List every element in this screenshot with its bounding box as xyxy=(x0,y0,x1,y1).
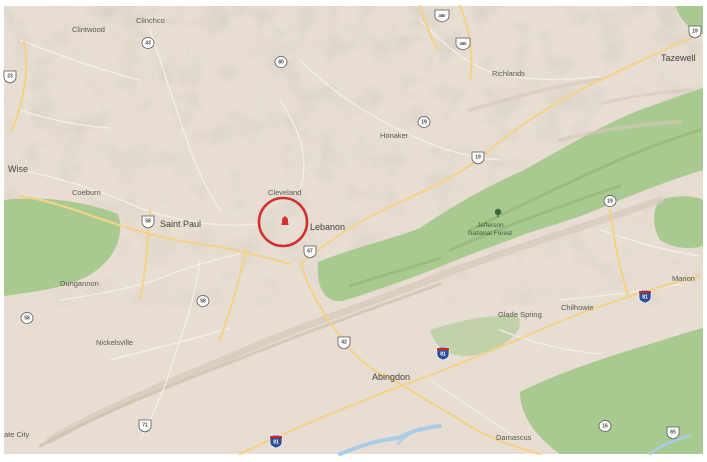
forest-areas xyxy=(4,6,703,454)
route-shield-58-a: 58 xyxy=(141,215,155,229)
place-label-saint-paul: Saint Paul xyxy=(160,219,201,229)
minor-roads xyxy=(19,19,701,441)
route-shield-58-b: 71 xyxy=(138,419,152,433)
place-label-gate-city: ate City xyxy=(4,430,30,439)
svg-text:43: 43 xyxy=(145,40,151,46)
svg-text:460: 460 xyxy=(460,41,468,46)
place-label-cleveland: Cleveland xyxy=(268,188,301,197)
place-label-damascus: Damascus xyxy=(496,433,532,442)
place-label-tazewell: Tazewell xyxy=(661,53,696,63)
forest-ridges xyxy=(348,128,702,288)
svg-text:16: 16 xyxy=(602,423,608,429)
svg-text:67: 67 xyxy=(307,249,313,255)
route-shield-19-d: 42 xyxy=(337,336,351,350)
forest-label-line1: Jefferson xyxy=(477,222,504,229)
location-marker[interactable] xyxy=(257,196,309,248)
place-label-dungannon: Dungannon xyxy=(60,279,99,288)
route-shields: 43 80 19 19 58 58 16 460 xyxy=(3,9,702,449)
svg-text:58: 58 xyxy=(145,219,151,225)
location-pin-icon xyxy=(281,216,289,225)
svg-text:65: 65 xyxy=(670,430,676,436)
route-shield-19-c: 67 xyxy=(303,245,317,259)
place-label-wise: Wise xyxy=(8,164,28,174)
route-shield-i81-b: 81 xyxy=(436,346,450,361)
svg-text:81: 81 xyxy=(440,352,446,358)
forest-area-east xyxy=(654,196,703,248)
place-label-clintwood: Clintwood xyxy=(72,25,105,34)
svg-text:23: 23 xyxy=(7,74,13,80)
route-shield-460-a: 460 xyxy=(434,9,450,23)
river xyxy=(338,424,442,456)
svg-text:19: 19 xyxy=(607,198,613,204)
svg-text:58: 58 xyxy=(24,315,30,321)
svg-text:71: 71 xyxy=(142,423,148,429)
route-shield-19-a: 19 xyxy=(688,25,702,39)
route-shield-16: 16 xyxy=(598,420,612,432)
route-shield-i81-a: 81 xyxy=(638,289,652,304)
forest-area-jefferson xyxy=(317,88,703,301)
location-marker-ring[interactable] xyxy=(257,196,309,248)
place-labels: Clinchco Clintwood Richlands Tazewell Ho… xyxy=(4,16,696,442)
forest-label-group: Jefferson National Forest xyxy=(468,208,512,237)
place-label-glade-spring: Glade Spring xyxy=(498,310,542,319)
water-bodies xyxy=(338,424,692,456)
svg-text:81: 81 xyxy=(642,295,648,301)
road-us19 xyxy=(298,32,702,266)
svg-text:19: 19 xyxy=(475,155,481,161)
svg-text:58: 58 xyxy=(200,298,206,304)
forest-area-west xyxy=(4,198,121,296)
forest-area-south xyxy=(430,315,520,356)
route-shield-23: 23 xyxy=(3,70,17,84)
route-shield-58-c: 65 xyxy=(666,426,680,440)
svg-text:19: 19 xyxy=(421,119,427,125)
mountain-ridges xyxy=(38,78,692,448)
place-label-abingdon: Abingdon xyxy=(372,372,410,382)
place-label-honaker: Honaker xyxy=(380,131,409,140)
route-shield-19-b: 19 xyxy=(471,151,485,165)
svg-text:80: 80 xyxy=(278,59,284,65)
place-label-nickelsville: Nickelsville xyxy=(96,338,133,347)
place-label-richlands: Richlands xyxy=(492,69,525,78)
svg-text:460: 460 xyxy=(439,13,447,18)
route-shield-43: 43 xyxy=(141,37,155,49)
svg-text:42: 42 xyxy=(341,340,347,346)
place-label-clinchco: Clinchco xyxy=(136,16,165,25)
svg-text:19: 19 xyxy=(692,29,698,35)
forest-area-southeast xyxy=(520,328,703,454)
route-shield-67: 19 xyxy=(417,116,431,128)
svg-text:81: 81 xyxy=(273,440,279,446)
place-label-chilhowie: Chilhowie xyxy=(561,303,594,312)
place-label-marion: Marion xyxy=(672,274,695,283)
road-i81 xyxy=(238,274,702,456)
tree-icon xyxy=(494,208,502,218)
route-shield-80: 80 xyxy=(274,56,288,68)
forest-label-line2: National Forest xyxy=(468,230,512,237)
place-label-lebanon: Lebanon xyxy=(310,222,345,232)
route-shield-42: 19 xyxy=(603,195,617,207)
place-label-coeburn: Coeburn xyxy=(72,188,101,197)
major-roads xyxy=(10,4,702,456)
route-shield-i81-c: 81 xyxy=(269,434,283,449)
route-shield-65: 58 xyxy=(20,312,34,324)
route-shield-460-b: 460 xyxy=(455,37,471,51)
route-shield-71: 58 xyxy=(196,295,210,307)
